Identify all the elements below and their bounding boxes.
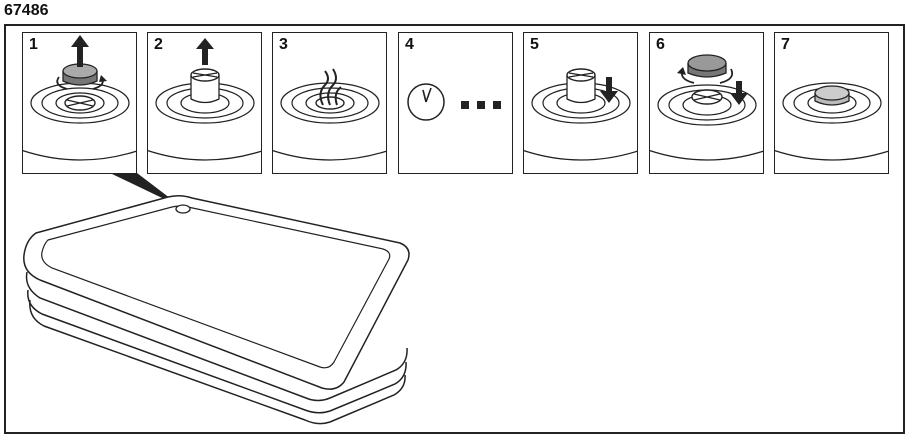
clock-wait-icon — [407, 83, 501, 121]
valve-cap-screw-icon — [650, 54, 763, 161]
valve-open-airflow-icon — [273, 68, 386, 161]
step-7-panel: 7 — [774, 32, 889, 174]
step-1-panel: 1 — [22, 32, 137, 174]
step-4-panel: 4 — [398, 32, 513, 174]
step-number: 4 — [405, 36, 414, 53]
step-2-panel: 2 — [147, 32, 262, 174]
step-6-panel: 6 — [649, 32, 764, 174]
step-number: 5 — [530, 36, 539, 53]
valve-closed-icon — [775, 82, 888, 161]
step-number: 2 — [154, 36, 163, 53]
step-number: 1 — [29, 36, 38, 53]
valve-pull-up-icon — [148, 38, 261, 161]
instruction-frame — [4, 24, 905, 434]
valve-push-down-icon — [524, 68, 637, 161]
model-number: 67486 — [4, 2, 49, 19]
step-3-panel: 3 — [272, 32, 387, 174]
step-number: 7 — [781, 36, 790, 53]
step-number: 3 — [279, 36, 288, 53]
valve-cap-unscrew-icon — [23, 35, 136, 161]
step-number: 6 — [656, 36, 665, 53]
step-5-panel: 5 — [523, 32, 638, 174]
